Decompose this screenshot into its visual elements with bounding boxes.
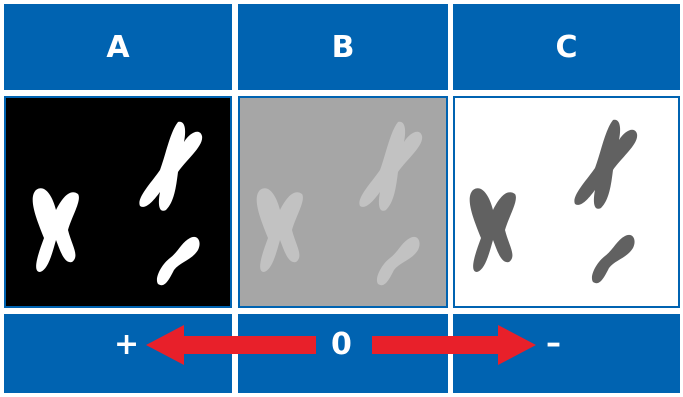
- chromosome-panel-c: [453, 96, 680, 308]
- chromosome-small: [591, 234, 635, 284]
- chromosome-panel-a: [4, 96, 232, 308]
- header-cell-a: A: [4, 4, 232, 90]
- chromosome-image-b: [256, 121, 423, 286]
- chromosome-x-right: [359, 121, 423, 211]
- left-arrow: [146, 325, 316, 365]
- column-label-b: B: [331, 29, 355, 65]
- chromosome-panel-b: [238, 96, 448, 308]
- scale-plus-label: +: [114, 327, 140, 362]
- chromosome-small: [376, 236, 420, 286]
- chromosome-x-left: [256, 188, 303, 272]
- column-label-a: A: [106, 29, 130, 65]
- chromosome-x-left: [469, 188, 516, 272]
- chromosome-x-right: [139, 121, 203, 211]
- chromosome-x-right: [574, 119, 638, 209]
- chromosome-image-a: [32, 121, 203, 286]
- scale-zero-label: 0: [331, 327, 352, 362]
- right-arrow: [372, 325, 536, 365]
- header-cell-b: B: [238, 4, 448, 90]
- chromosome-x-left: [32, 188, 79, 272]
- chromosome-small: [156, 236, 200, 286]
- column-label-c: C: [555, 29, 578, 65]
- scale-minus-label: –: [546, 326, 561, 361]
- header-cell-c: C: [453, 4, 680, 90]
- chromosome-image-c: [469, 119, 638, 284]
